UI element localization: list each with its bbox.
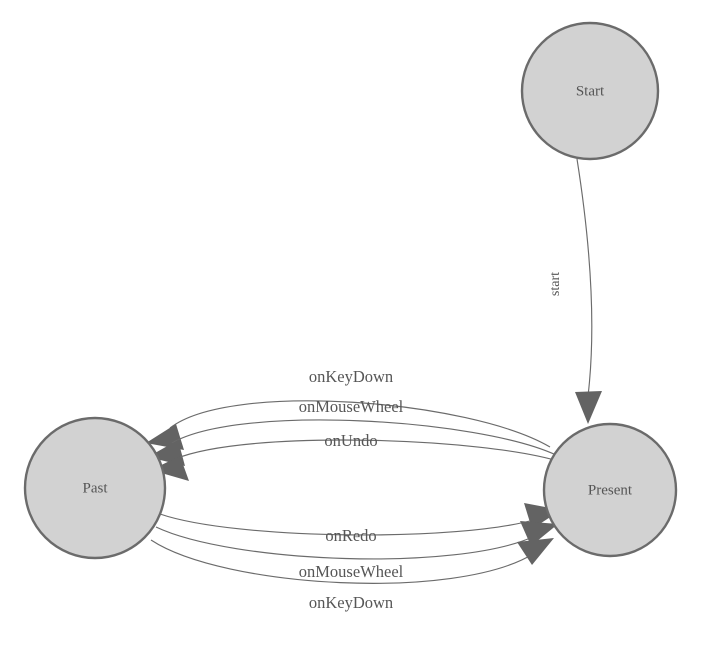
edge-label-past-present-onmousewheel: onMouseWheel xyxy=(299,562,404,581)
edge-start-to-present[interactable] xyxy=(575,158,602,424)
arrowhead-start-present xyxy=(575,391,602,424)
edge-path-present-past-2 xyxy=(171,419,557,456)
node-present-circle xyxy=(542,422,678,558)
edge-past-to-present-onkeydown[interactable] xyxy=(150,538,554,584)
edge-path-start-present xyxy=(576,158,593,397)
edge-label-present-past-onmousewheel: onMouseWheel xyxy=(299,397,404,416)
node-start-label: Start xyxy=(576,83,605,99)
edge-past-to-present-onmousewheel[interactable] xyxy=(155,521,558,560)
node-start[interactable]: Start xyxy=(520,21,660,161)
node-past-circle xyxy=(23,416,167,560)
node-past[interactable]: Past xyxy=(23,416,167,560)
edge-label-past-present-onredo: onRedo xyxy=(325,526,376,545)
edge-path-past-present-2 xyxy=(155,526,536,560)
edge-present-to-past-onundo[interactable] xyxy=(151,439,562,481)
node-past-label: Past xyxy=(82,480,108,496)
edge-label-present-past-onundo: onUndo xyxy=(324,431,377,450)
edge-path-past-present-3 xyxy=(150,539,534,584)
edge-path-present-past-1 xyxy=(169,400,551,448)
node-present[interactable]: Present xyxy=(542,422,678,558)
arrowhead-past-present-3 xyxy=(517,538,554,565)
edge-label-present-past-onkeydown: onKeyDown xyxy=(309,367,393,386)
node-start-circle xyxy=(520,21,660,161)
arrowhead-past-present-2 xyxy=(520,521,558,546)
arrowhead-present-past-3 xyxy=(151,456,189,481)
edge-label-start: start xyxy=(548,272,563,296)
edge-path-present-past-3 xyxy=(174,439,562,463)
node-present-label: Present xyxy=(588,482,633,498)
edge-path-past-present-1 xyxy=(159,513,538,536)
edge-label-past-present-onkeydown: onKeyDown xyxy=(309,593,393,612)
